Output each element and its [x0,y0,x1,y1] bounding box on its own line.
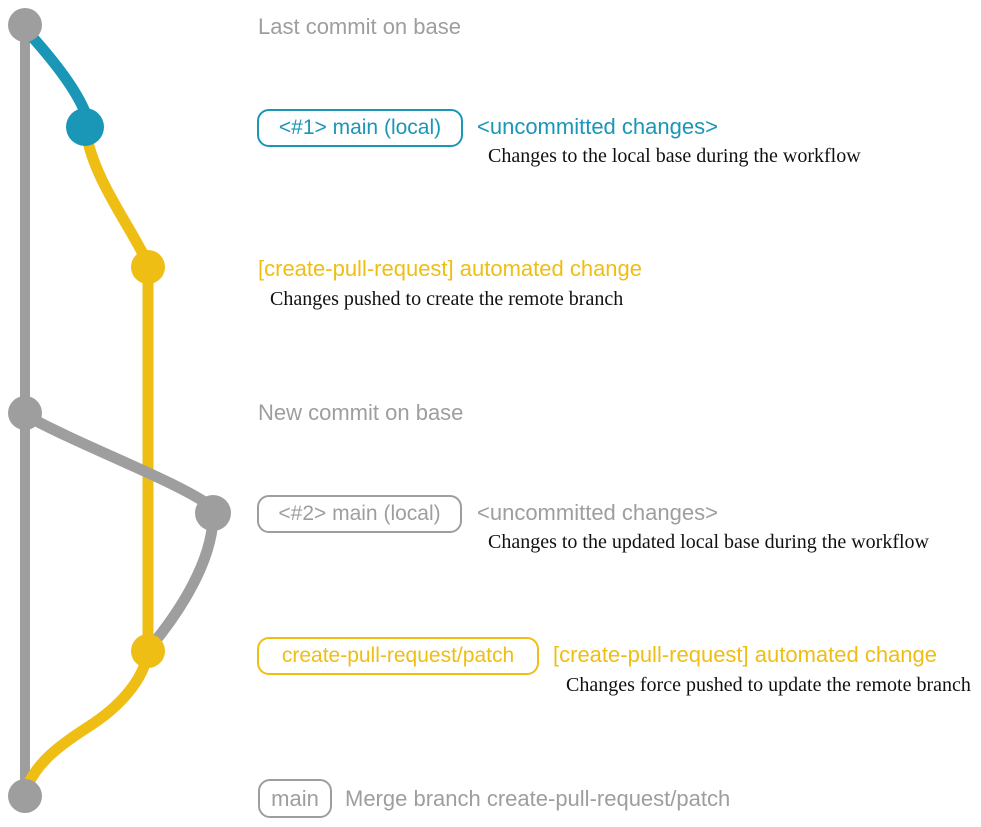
branch-tag-local-main-2-label: <#2> main (local) [278,502,441,525]
branch-tag-create-pull-request: create-pull-request/patch [257,637,539,675]
commit-dot-local-main-2 [195,495,231,531]
create-pull-request-branch-line [80,126,154,654]
branch-tag-local-main-2: <#2> main (local) [257,495,462,533]
branch-tag-local-main-1-label: <#1> main (local) [278,116,442,139]
branch-tag-main: main [258,779,332,818]
updated-local-main-branch-line [21,410,219,651]
annotation-last-commit: Last commit on base [258,14,461,39]
status-uncommitted-2: <uncommitted changes> [477,500,718,525]
branch-tag-local-main-1: <#1> main (local) [257,109,463,147]
note-remote-push-1: Changes pushed to create the remote bran… [270,288,624,310]
commit-dot-remote-1 [131,250,165,284]
branch-tag-main-label: main [271,785,319,811]
commit-dot-local-main-1 [66,108,104,146]
branch-tag-create-pull-request-label: create-pull-request/patch [281,644,515,667]
commit-msg-remote-2: [create-pull-request] automated change [553,642,938,667]
merge-message: Merge branch create-pull-request/patch [345,786,731,811]
note-remote-push-2: Changes force pushed to update the remot… [566,674,971,696]
commit-dot-last-base [8,8,42,42]
commit-dot-new-base [8,396,42,430]
status-uncommitted-1: <uncommitted changes> [477,114,718,139]
annotation-new-commit: New commit on base [258,400,464,425]
commit-dot-merge [8,779,42,813]
merge-branch-line [21,644,154,793]
commit-msg-remote-1: [create-pull-request] automated change [258,256,643,281]
note-local-base-changes-1: Changes to the local base during the wor… [488,145,861,167]
commit-dot-remote-2 [131,634,165,668]
note-local-base-changes-2: Changes to the updated local base during… [488,531,929,553]
